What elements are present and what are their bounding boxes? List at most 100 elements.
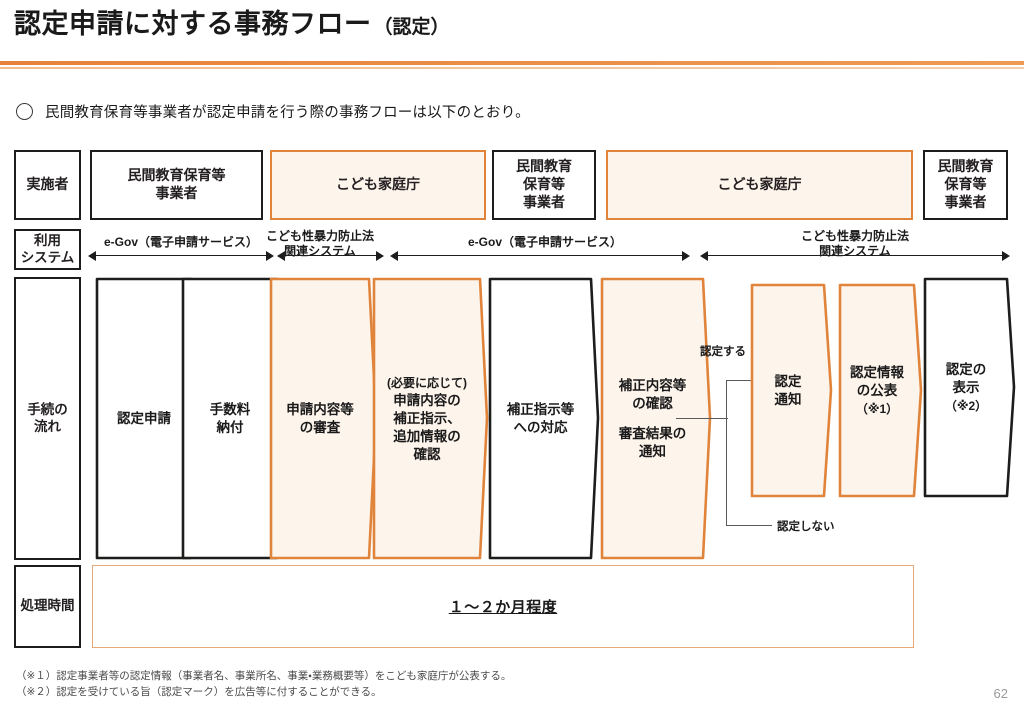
flow-step-label: 認定申請 [95,409,193,427]
lead-paragraph: 民間教育保育等事業者が認定申請を行う際の事務フローは以下のとおり。 [16,101,530,122]
chevron-shape [923,277,1016,498]
flow-step-ninteishinsei: 認定申請 [95,277,200,560]
arrow-head-right-icon [376,251,384,261]
row-label-flow: 手続の流れ [14,277,81,560]
arrow-shaft [396,255,684,257]
chevron-shape [838,283,923,498]
arrow-shaft [94,255,268,257]
flow-step-line: 表示 [952,379,980,395]
system-arrow-egov-1 [88,251,274,261]
flow-step-line: 認定の [945,361,987,377]
flow-step-label: 認定情報 の公表 （※1） [838,363,916,417]
header-actor-label: こども家庭庁 [336,176,420,193]
flow-step-johokohyo: 認定情報 の公表 （※1） [838,283,924,498]
circle-bullet-icon [16,103,33,120]
processing-time-value: １～２か月程度 [448,599,558,616]
flow-step-label: 補正指示等 への対応 [488,400,593,436]
flow-step-label: 申請内容等 の審査 [269,400,371,436]
arrow-head-left-icon [390,251,398,261]
chevron-shape [750,283,833,498]
flow-step-line: (必要に応じて) [387,375,467,390]
flow-step-kakunin-tsuchi: 補正内容等 の確認 審査結果の 通知 [600,277,713,560]
flow-step-label: 認定 通知 [750,372,826,408]
page-title-main: 認定申請に対する事務フロー [14,9,372,39]
flow-step-line: 確認 [413,446,441,462]
system-arrow-cpsa-1 [277,251,384,261]
flow-step-hosei-shiji: (必要に応じて) 申請内容の 補正指示、 追加情報の 確認 [372,277,490,560]
flow-step-line: の確認 [632,395,673,411]
header-actor-label: こども家庭庁 [717,176,802,193]
header-actor-label: 民間教育保育等事業者 [937,158,994,210]
flow-step-line: 認定情報 [850,364,904,380]
branch-yes-label: 認定する [700,346,746,358]
flow-step-nintei-tsuchi: 認定 通知 [750,283,834,498]
flow-step-line: の審査 [299,419,341,435]
arrow-head-left-icon [88,251,96,261]
flow-step-label: (必要に応じて) 申請内容の 補正指示、 追加情報の 確認 [372,373,482,463]
flow-step-line: への対応 [513,419,568,435]
arrow-head-right-icon [1002,251,1010,261]
footnote-2: （※２）認定を受けている旨（認定マーク）を広告等に付することができる。 [16,686,382,699]
branch-trunk-line [676,418,728,420]
system-arrow-egov-2 [390,251,690,261]
system-label-egov-2: e-Gov（電子申請サービス） [467,235,622,249]
flow-step-line: 認定申請 [117,410,171,426]
branch-yes-line [726,380,762,382]
page-number: 62 [993,686,1008,701]
flow-step-nintei-hyoji: 認定の 表示 （※2） [923,277,1017,498]
flow-step-line: 通知 [774,391,802,407]
header-actor-label: 実施者 [26,176,69,193]
title-divider [0,58,1024,72]
flow-step-line: 通知 [639,443,666,459]
row-label-processing-time: 処理時間 [14,565,81,648]
header-actor-implementer: 実施者 [14,150,81,220]
flow-step-line: 補正内容等 [618,377,687,393]
divider-bar-secondary [0,66,1024,69]
header-actor-agency-2: こども家庭庁 [606,150,913,220]
row-label-flow-text: 手続の流れ [27,402,68,434]
arrow-head-right-icon [682,251,690,261]
flow-step-line: 追加情報の [393,428,461,444]
row-label-processing-time-text: 処理時間 [20,598,75,614]
system-label-egov-1: e-Gov（電子申請サービス） [103,235,258,249]
flow-step-label: 補正内容等 の確認 審査結果の 通知 [600,376,705,460]
flow-step-line: 納付 [216,419,244,435]
flow-step-line: 申請内容の [393,392,461,408]
footnotes: （※１）認定事業者等の認定情報（事業者名、事業所名、事業・業務概要等）をこども家… [16,668,511,701]
page-title-sub: （認定） [373,17,450,38]
branch-no-label: 認定しない [777,521,835,533]
footnote-1: （※１）認定事業者等の認定情報（事業者名、事業所名、事業・業務概要等）をこども家… [16,670,512,682]
flow-step-line: 審査結果の [618,425,687,441]
header-actor-operator-1: 民間教育保育等事業者 [90,150,263,220]
flow-step-line: 認定 [774,373,802,389]
flow-step-label: 認定の 表示 （※2） [923,360,1009,414]
chevron-shape [488,277,600,560]
system-label-cpsa-1: こども性暴力防止法関連システム [265,229,374,258]
chevron-shape [600,277,712,560]
chevron-shape [372,277,489,560]
arrow-head-left-icon [277,251,285,261]
processing-time-band: １～２か月程度 [92,565,914,648]
row-label-system-text: 利用システム [20,233,75,265]
header-actor-agency-1: こども家庭庁 [270,150,486,220]
arrow-shaft [706,255,1004,257]
header-actor-operator-3: 民間教育保育等事業者 [923,150,1008,220]
header-actor-operator-2: 民間教育保育等事業者 [492,150,596,220]
flow-step-line: （※1） [855,401,899,416]
chevron-shape [269,277,378,560]
arrow-shaft [283,255,378,257]
flow-step-line: 補正指示等 [506,401,575,417]
system-arrow-cpsa-2 [700,251,1010,261]
flow-step-line: （※2） [944,398,988,413]
flow-step-label: 手数料 納付 [181,400,279,436]
divider-bar-primary [0,61,1024,65]
system-label-cpsa-2: こども性暴力防止法関連システム [800,229,909,258]
flow-step-shinsei-shinsa: 申請内容等 の審査 [269,277,379,560]
flow-step-taio: 補正指示等 への対応 [488,277,601,560]
header-actor-label: 民間教育保育等事業者 [516,158,572,210]
page-title: 認定申請に対する事務フロー （認定） [14,9,450,40]
flow-step-line: 申請内容等 [286,401,354,417]
branch-no-line [726,525,772,527]
header-actor-label: 民間教育保育等事業者 [127,167,226,201]
